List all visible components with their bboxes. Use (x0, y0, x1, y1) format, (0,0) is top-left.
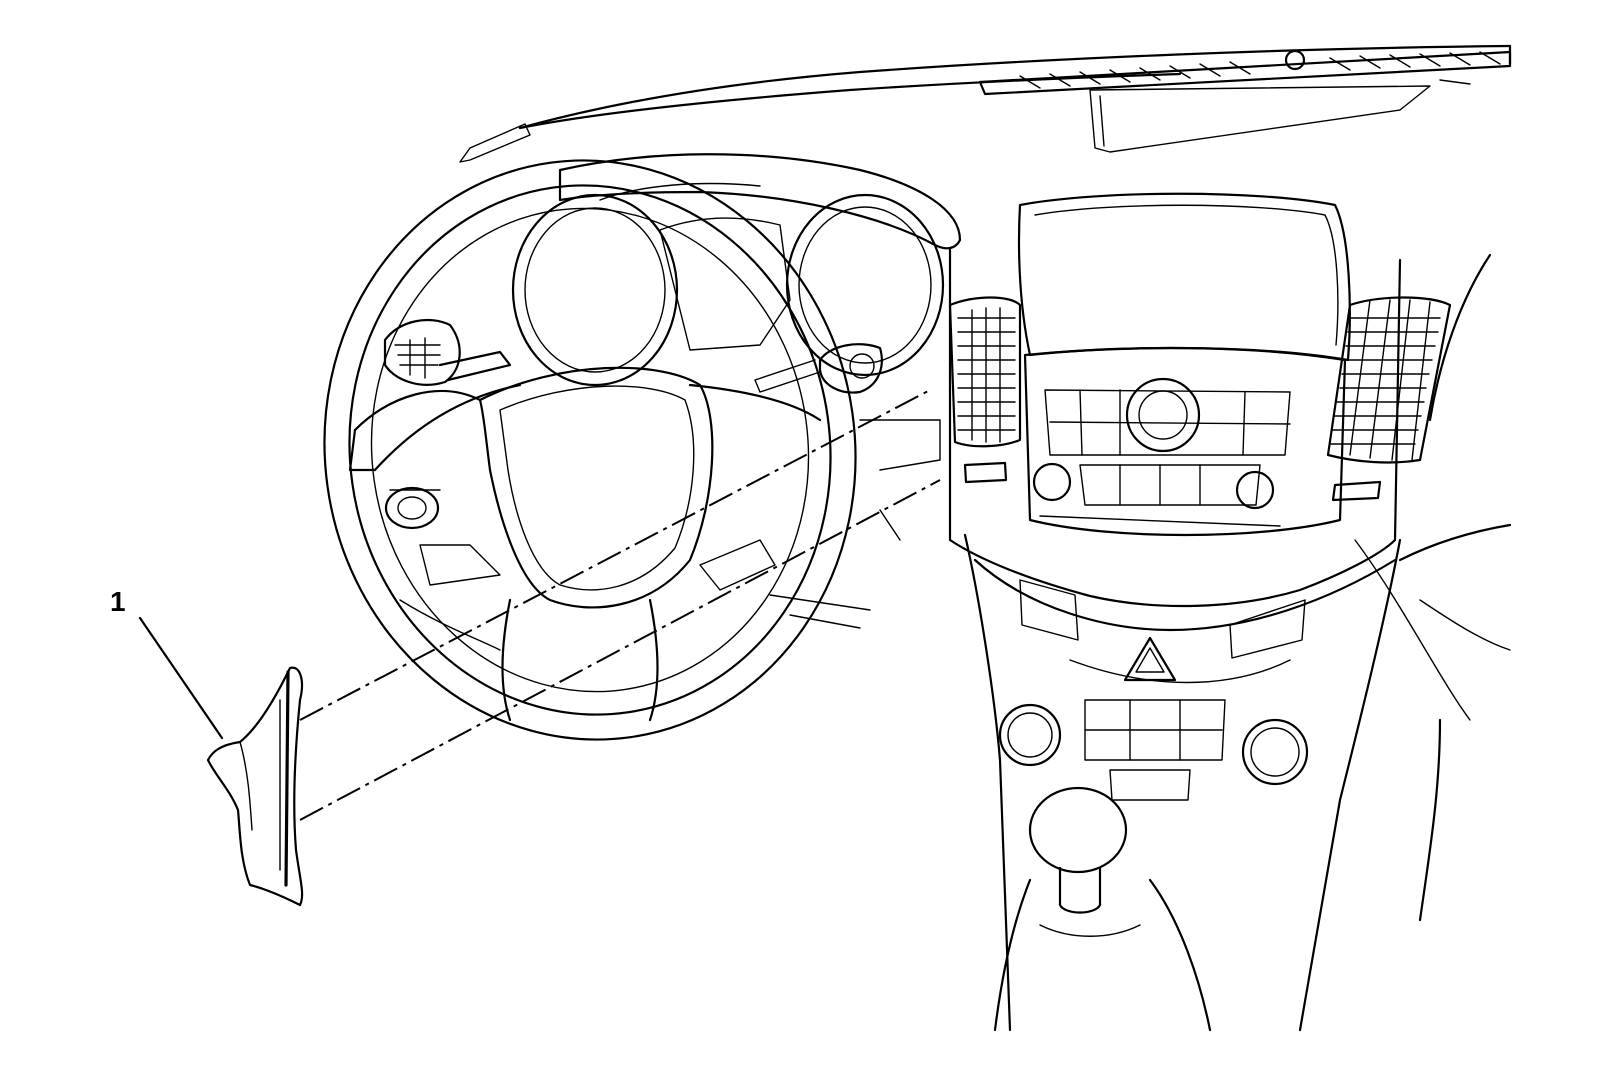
turn-signal-switch (383, 318, 512, 386)
gear-shift-knob (1028, 786, 1128, 874)
dashboard-top (459, 44, 1512, 163)
radio-right-knob (1235, 470, 1275, 510)
wiper-switch (754, 343, 883, 394)
display-housing (1017, 192, 1351, 362)
right-air-vent (1326, 296, 1452, 502)
airbag-module (348, 366, 714, 609)
hvac-left-knob (998, 703, 1062, 767)
steering-column-trim-panel (206, 666, 304, 907)
left-air-vent (948, 296, 1022, 484)
callout-1-label: 1 (110, 586, 126, 617)
installation-guide-lines (299, 389, 941, 821)
lower-console (963, 533, 1402, 1032)
ignition-cylinder (384, 486, 441, 530)
hazard-icon (1123, 636, 1177, 682)
callout-1-leader (138, 616, 224, 740)
lower-dash-left (399, 419, 941, 651)
speedometer-gauge (785, 193, 945, 377)
radio-center-knob (1125, 377, 1201, 453)
instrument-cluster (511, 153, 962, 387)
defroster-grille (978, 49, 1512, 153)
center-stack (948, 192, 1402, 608)
sensor-icon (1284, 49, 1306, 71)
radio-faceplate (1023, 346, 1347, 537)
radio-left-knob (1032, 462, 1072, 502)
tachometer-gauge (511, 193, 679, 387)
steering-wheel (323, 159, 857, 741)
right-dash-trim (1354, 253, 1512, 922)
hvac-right-knob (1241, 718, 1309, 786)
